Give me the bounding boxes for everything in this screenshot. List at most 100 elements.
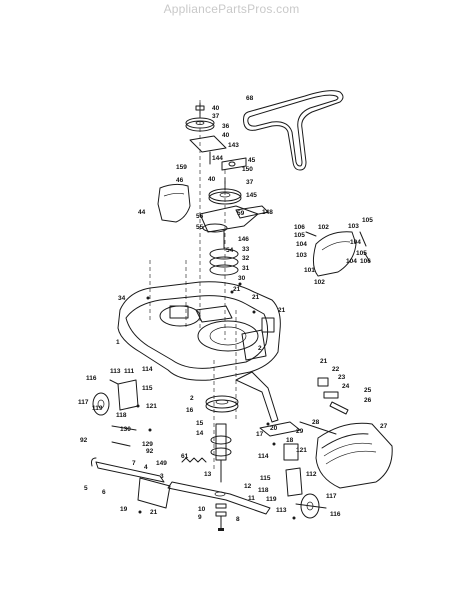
part-label[interactable]: 32 (242, 255, 250, 262)
part-label[interactable]: 149 (156, 460, 167, 467)
part-label[interactable]: 40 (212, 105, 220, 112)
part-label[interactable]: 92 (80, 437, 88, 444)
spindle-assembly[interactable] (199, 205, 269, 276)
part-label[interactable]: 7 (132, 460, 136, 467)
part-label[interactable]: 150 (242, 166, 253, 173)
part-label[interactable]: 68 (246, 95, 254, 102)
part-label[interactable]: 3 (160, 473, 164, 480)
part-label[interactable]: 2 (190, 395, 194, 402)
part-label[interactable]: 116 (330, 511, 341, 518)
part-label[interactable]: 16 (186, 407, 194, 414)
part-label[interactable]: 34 (118, 295, 126, 302)
idler-bracket-150[interactable] (221, 157, 247, 171)
part-label[interactable]: 28 (312, 419, 320, 426)
part-label[interactable]: 105 (356, 250, 367, 257)
part-label[interactable]: 21 (252, 294, 260, 301)
part-label[interactable]: 113 (110, 368, 121, 375)
part-label[interactable]: 115 (260, 475, 271, 482)
part-label[interactable]: 21 (150, 509, 158, 516)
part-label[interactable]: 37 (212, 113, 220, 120)
part-label[interactable]: 9 (198, 514, 202, 521)
part-label[interactable]: 61 (181, 453, 189, 460)
part-label[interactable]: 129 (142, 441, 153, 448)
part-label[interactable]: 146 (238, 236, 249, 243)
part-label[interactable]: 112 (306, 471, 317, 478)
part-label[interactable]: 117 (78, 399, 89, 406)
part-label[interactable]: 121 (296, 447, 307, 454)
spring-61[interactable] (181, 457, 207, 463)
part-label[interactable]: 40 (208, 176, 216, 183)
part-label[interactable]: 104 (296, 241, 307, 248)
part-label[interactable]: 18 (286, 437, 294, 444)
part-label[interactable]: 25 (364, 387, 372, 394)
mower-deck-1[interactable] (117, 281, 281, 381)
part-label[interactable]: 37 (246, 179, 254, 186)
part-label[interactable]: 33 (242, 246, 250, 253)
part-label[interactable]: 22 (332, 366, 340, 373)
part-label[interactable]: 56 (196, 213, 204, 220)
part-label[interactable]: 119 (266, 496, 277, 503)
part-label[interactable]: 105 (294, 232, 305, 239)
part-label[interactable]: 24 (342, 383, 350, 390)
part-label[interactable]: 115 (142, 385, 153, 392)
part-label[interactable]: 103 (348, 223, 359, 230)
part-label[interactable]: 2 (258, 345, 262, 352)
part-label[interactable]: 104 (346, 258, 357, 265)
part-label[interactable]: 105 (362, 217, 373, 224)
part-label[interactable]: 17 (256, 431, 264, 438)
blade-12[interactable] (167, 481, 271, 515)
part-label[interactable]: 106 (360, 258, 371, 265)
part-label[interactable]: 102 (318, 224, 329, 231)
part-label[interactable]: 5 (84, 485, 88, 492)
part-label[interactable]: 13 (204, 471, 212, 478)
part-label[interactable]: 6 (102, 489, 106, 496)
part-label[interactable]: 145 (246, 192, 257, 199)
part-label[interactable]: 106 (294, 224, 305, 231)
part-label[interactable]: 21 (278, 307, 286, 314)
discharge-chute-27[interactable] (315, 422, 393, 489)
rear-bracket-20[interactable] (259, 421, 303, 497)
part-label[interactable]: 102 (314, 279, 325, 286)
blade-adapter-16[interactable] (205, 371, 279, 423)
part-label[interactable]: 4 (144, 464, 148, 471)
part-label[interactable]: 10 (198, 506, 206, 513)
belt-guard-44[interactable] (157, 183, 191, 223)
front-link-3[interactable] (91, 425, 171, 509)
part-label[interactable]: 29 (296, 428, 304, 435)
part-label[interactable]: 20 (270, 425, 278, 432)
part-label[interactable]: 26 (364, 397, 372, 404)
part-label[interactable]: 117 (326, 493, 337, 500)
part-label[interactable]: 23 (338, 374, 346, 381)
part-label[interactable]: 27 (380, 423, 388, 430)
part-label[interactable]: 44 (138, 209, 146, 216)
part-label[interactable]: 104 (350, 239, 361, 246)
part-label[interactable]: 46 (176, 177, 184, 184)
part-label[interactable]: 130 (120, 426, 131, 433)
part-label[interactable]: 118 (116, 412, 127, 419)
part-label[interactable]: 8 (236, 516, 240, 523)
part-label[interactable]: 103 (296, 252, 307, 259)
part-label[interactable]: 19 (120, 506, 128, 513)
part-label[interactable]: 21 (320, 358, 328, 365)
part-label[interactable]: 101 (304, 267, 315, 274)
part-label[interactable]: 21 (233, 286, 241, 293)
part-label[interactable]: 118 (258, 487, 269, 494)
rear-gauge-wheel-right[interactable] (295, 493, 327, 519)
part-label[interactable]: 92 (146, 448, 154, 455)
baffle-assembly-101[interactable] (305, 231, 371, 277)
blade-bolt-8[interactable] (215, 503, 227, 531)
part-label[interactable]: 114 (258, 453, 269, 460)
part-label[interactable]: 159 (176, 164, 187, 171)
part-label[interactable]: 116 (86, 375, 97, 382)
part-label[interactable]: 121 (146, 403, 157, 410)
part-label[interactable]: 12 (244, 483, 252, 490)
part-label[interactable]: 144 (212, 155, 223, 162)
part-label[interactable]: 36 (222, 123, 230, 130)
part-label[interactable]: 119 (92, 405, 103, 412)
part-label[interactable]: 40 (222, 132, 230, 139)
spindle-14[interactable] (210, 423, 232, 483)
part-label[interactable]: 114 (142, 366, 153, 373)
part-label[interactable]: 59 (237, 210, 245, 217)
part-label[interactable]: 30 (238, 275, 246, 282)
chute-hinge-parts[interactable] (299, 377, 349, 435)
